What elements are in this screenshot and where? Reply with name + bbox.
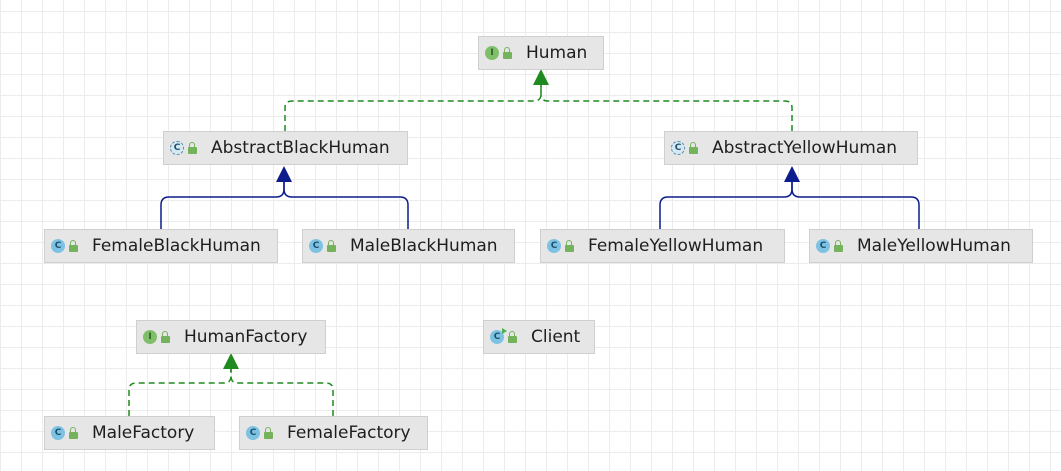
edge-abh-implements-human bbox=[284, 84, 542, 131]
node-label: HumanFactory bbox=[184, 327, 308, 347]
edge-ayh-implements-human bbox=[540, 84, 793, 131]
interface-icon: I bbox=[143, 330, 157, 344]
edge-fyh-extends-ayh bbox=[659, 181, 793, 229]
arrowhead-ayh bbox=[784, 166, 800, 182]
arrowhead-human bbox=[533, 69, 549, 85]
node-female-factory[interactable]: C FemaleFactory bbox=[239, 416, 428, 450]
class-icon: C bbox=[309, 239, 323, 253]
node-client[interactable]: C Client bbox=[483, 320, 595, 354]
node-label: AbstractYellowHuman bbox=[712, 138, 898, 158]
abstract-class-icon: C bbox=[671, 141, 685, 155]
node-label: MaleYellowHuman bbox=[857, 236, 1011, 256]
edge-mf-implements-hf bbox=[128, 368, 232, 416]
node-abstract-yellow-human[interactable]: C AbstractYellowHuman bbox=[664, 131, 918, 165]
class-icon: C bbox=[816, 239, 830, 253]
node-male-yellow-human[interactable]: C MaleYellowHuman bbox=[809, 229, 1033, 263]
node-label: FemaleYellowHuman bbox=[588, 236, 764, 256]
class-icon: C bbox=[246, 426, 260, 440]
public-lock-icon bbox=[508, 330, 517, 343]
edge-myh-extends-ayh bbox=[791, 181, 920, 229]
node-label: MaleFactory bbox=[92, 423, 195, 443]
node-male-black-human[interactable]: C MaleBlackHuman bbox=[302, 229, 515, 263]
public-lock-icon bbox=[565, 239, 574, 252]
node-label: MaleBlackHuman bbox=[350, 236, 498, 256]
class-icon: C bbox=[547, 239, 561, 253]
interface-icon: I bbox=[485, 46, 499, 60]
public-lock-icon bbox=[503, 46, 512, 59]
public-lock-icon bbox=[327, 239, 336, 252]
node-female-black-human[interactable]: C FemaleBlackHuman bbox=[44, 229, 278, 263]
public-lock-icon bbox=[834, 239, 843, 252]
node-human[interactable]: I Human bbox=[478, 36, 604, 70]
abstract-class-icon: C bbox=[170, 141, 184, 155]
runnable-class-icon: C bbox=[490, 328, 507, 344]
node-male-factory[interactable]: C MaleFactory bbox=[44, 416, 215, 450]
public-lock-icon bbox=[689, 141, 698, 154]
edge-ff-implements-hf bbox=[230, 368, 334, 416]
class-icon: C bbox=[51, 239, 65, 253]
edge-mbh-extends-abh bbox=[283, 181, 409, 229]
public-lock-icon bbox=[264, 426, 273, 439]
node-female-yellow-human[interactable]: C FemaleYellowHuman bbox=[540, 229, 785, 263]
node-label: Client bbox=[531, 327, 581, 347]
arrowhead-abh bbox=[276, 166, 292, 182]
public-lock-icon bbox=[69, 239, 78, 252]
node-label: FemaleFactory bbox=[287, 423, 411, 443]
node-label: AbstractBlackHuman bbox=[211, 138, 390, 158]
public-lock-icon bbox=[188, 141, 197, 154]
arrowhead-hf bbox=[223, 353, 239, 369]
edge-fbh-extends-abh bbox=[160, 181, 285, 229]
node-label: Human bbox=[526, 43, 588, 63]
node-human-factory[interactable]: I HumanFactory bbox=[136, 320, 326, 354]
class-icon: C bbox=[51, 426, 65, 440]
public-lock-icon bbox=[161, 330, 170, 343]
node-abstract-black-human[interactable]: C AbstractBlackHuman bbox=[163, 131, 408, 165]
node-label: FemaleBlackHuman bbox=[92, 236, 261, 256]
public-lock-icon bbox=[69, 426, 78, 439]
